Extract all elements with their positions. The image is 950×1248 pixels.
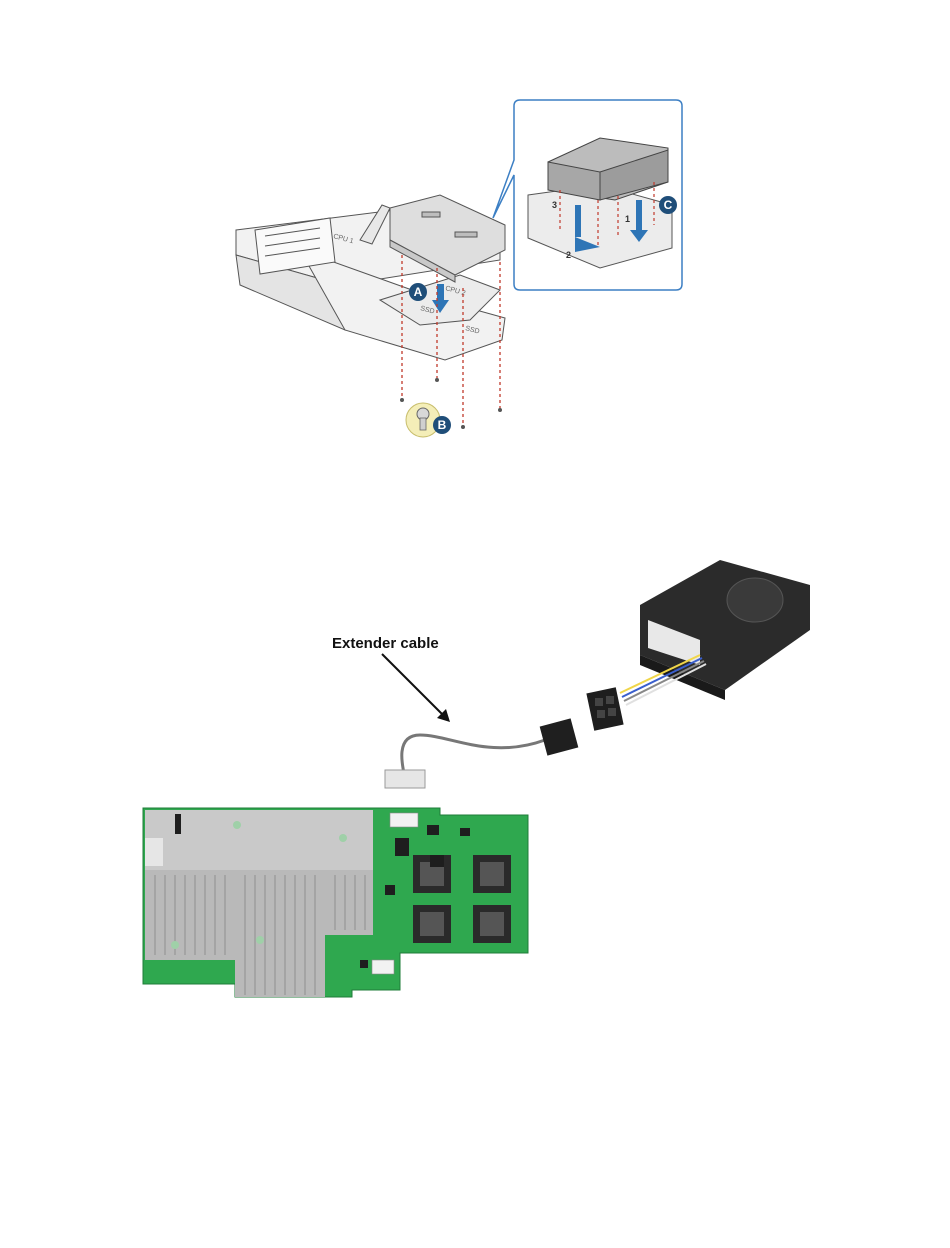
cable-label-arrow (382, 654, 450, 722)
screw-badge-b: B (406, 403, 451, 437)
extender-cable (385, 718, 578, 788)
raid-module (143, 808, 528, 997)
battery-connector (586, 687, 623, 730)
extender-cable-label: Extender cable (332, 635, 439, 652)
battery-header (390, 813, 418, 827)
pcb-components (175, 814, 470, 968)
inset-step-3: 3 (552, 200, 557, 210)
battery-pack (640, 560, 810, 700)
inset-step-1: 1 (625, 214, 630, 224)
battery-wires (620, 655, 706, 705)
inset-step-2: 2 (566, 250, 571, 260)
air-duct-diagram: CPU 1 CPU 2 SSD SSD A B (0, 0, 950, 480)
svg-text:A: A (414, 285, 423, 299)
heatsink (145, 810, 373, 997)
callout-a: A (409, 283, 427, 301)
svg-text:B: B (438, 418, 447, 432)
inset-detail: 1 2 3 C (493, 100, 682, 290)
sas-connectors (413, 855, 511, 943)
callout-c: C (664, 198, 673, 212)
